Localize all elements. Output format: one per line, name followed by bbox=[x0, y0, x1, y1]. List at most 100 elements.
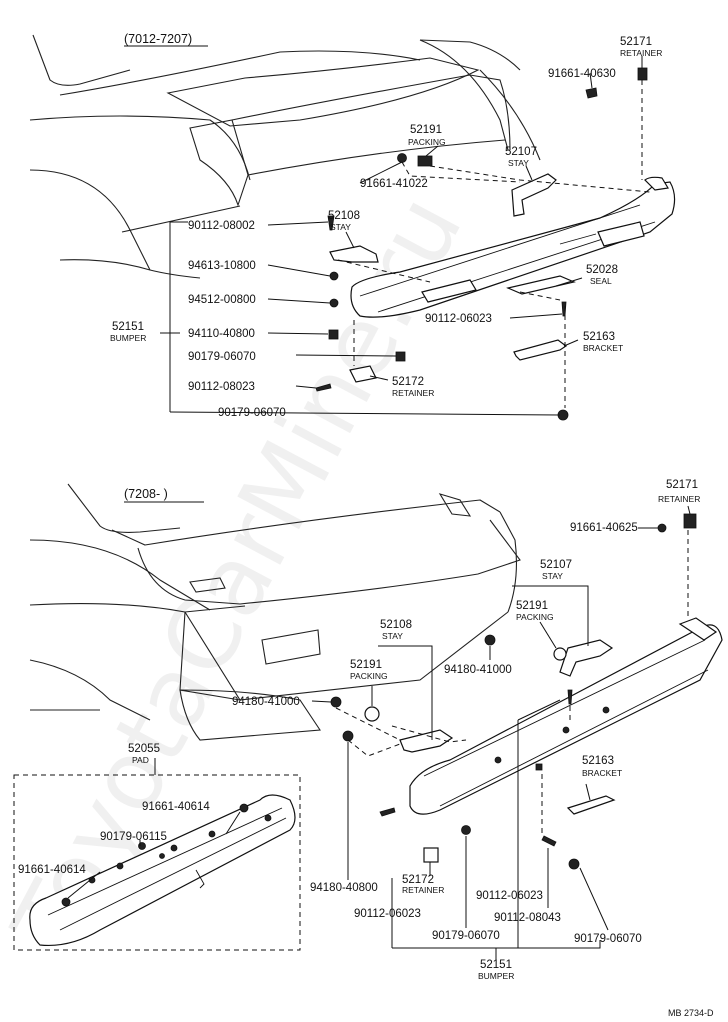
label-94180-41000-a: 94180-41000 bbox=[444, 664, 512, 676]
label-90179-06070-a: 90179-06070 bbox=[188, 351, 256, 363]
label-lower-52151: 52151 bbox=[480, 959, 512, 971]
lower-car-body bbox=[29, 483, 521, 741]
label-91661-40625: 91661-40625 bbox=[570, 522, 638, 534]
packing-52191-clip bbox=[417, 155, 433, 167]
label-52107: 52107 bbox=[505, 146, 537, 158]
label-94180-41000-b: 94180-41000 bbox=[232, 696, 300, 708]
lower-hardware bbox=[61, 513, 697, 907]
label-lower-52191-b-name: PACKING bbox=[350, 671, 388, 681]
label-lower-52108: 52108 bbox=[380, 619, 412, 631]
label-52107-name: STAY bbox=[508, 158, 529, 168]
label-94613-10800: 94613-10800 bbox=[188, 260, 256, 272]
label-94180-40800: 94180-40800 bbox=[310, 882, 378, 894]
label-52171: 52171 bbox=[620, 36, 652, 48]
label-lower-52171: 52171 bbox=[666, 479, 698, 491]
nut-94180-40800 bbox=[342, 730, 354, 742]
lower-labels: 52171 RETAINER 91661-40625 52107 STAY 52… bbox=[18, 479, 700, 981]
nut-90179-06070-lower-a bbox=[461, 825, 471, 835]
nut-90179-06070-a bbox=[395, 351, 406, 362]
label-90112-06023-a: 90112-06023 bbox=[476, 890, 543, 902]
label-91661-41022: 91661-41022 bbox=[360, 178, 428, 190]
label-52151-name: BUMPER bbox=[110, 333, 146, 343]
label-lower-52163-name: BRACKET bbox=[582, 768, 622, 778]
label-90179-06115: 90179-06115 bbox=[100, 831, 167, 843]
label-90179-06070-lower-b: 90179-06070 bbox=[574, 933, 642, 945]
label-52055-name: PAD bbox=[132, 755, 149, 765]
nut-94110-40800 bbox=[328, 329, 339, 340]
retainer-52172-shape-lower bbox=[423, 847, 439, 863]
pad-nut-91661-40614-a bbox=[239, 803, 249, 813]
label-52055: 52055 bbox=[128, 743, 160, 755]
upper-assembly-lines bbox=[337, 80, 651, 408]
label-52191-name: PACKING bbox=[408, 137, 446, 147]
label-52151: 52151 bbox=[112, 321, 144, 333]
stay-52108-shape bbox=[329, 245, 379, 263]
label-91661-40614-b: 91661-40614 bbox=[18, 864, 86, 876]
nut-94180-41000-b bbox=[330, 696, 342, 708]
bracket-52163-shape-lower bbox=[566, 795, 616, 815]
upper-bumper bbox=[350, 176, 676, 318]
footer-diagram-code: MB 2734-D bbox=[668, 1008, 714, 1018]
label-52172-name: RETAINER bbox=[392, 388, 434, 398]
label-lower-52107: 52107 bbox=[540, 559, 572, 571]
nut-94180-41000-a bbox=[484, 634, 496, 646]
label-90179-06070-lower-a: 90179-06070 bbox=[432, 930, 500, 942]
screw-91661-40630 bbox=[585, 87, 598, 99]
label-52028: 52028 bbox=[586, 264, 618, 276]
label-lower-52171-name: RETAINER bbox=[658, 494, 700, 504]
bolt-90112-08002 bbox=[327, 215, 335, 231]
label-90112-08002: 90112-08002 bbox=[188, 220, 255, 232]
label-lower-52172: 52172 bbox=[402, 874, 434, 886]
stay-52108-shape-lower bbox=[399, 729, 454, 753]
pad-nut-91661-40614-b bbox=[61, 897, 71, 907]
upper-hardware bbox=[315, 67, 648, 421]
retainer-52172-shape bbox=[349, 365, 377, 383]
lower-assembly-lines bbox=[335, 530, 689, 834]
lower-leader-lines bbox=[67, 505, 691, 960]
retainer-52171-clip-lower bbox=[683, 513, 697, 529]
label-lower-52107-name: STAY bbox=[542, 571, 563, 581]
label-lower-52163: 52163 bbox=[582, 755, 614, 767]
label-91661-40630: 91661-40630 bbox=[548, 68, 616, 80]
stay-52107-shape-lower bbox=[559, 639, 614, 677]
upper-section: (7012-7207) bbox=[29, 32, 676, 421]
stay-52107-shape bbox=[511, 173, 557, 217]
label-90112-08023: 90112-08023 bbox=[188, 381, 255, 393]
bolt-90112-08023 bbox=[315, 383, 332, 392]
label-52172: 52172 bbox=[392, 376, 424, 388]
upper-labels: 52171 RETAINER 91661-40630 52191 PACKING… bbox=[110, 36, 662, 419]
nut-90179-06070-lower-b bbox=[568, 858, 580, 870]
upper-period-title: (7012-7207) bbox=[124, 32, 192, 46]
label-52108: 52108 bbox=[328, 210, 360, 222]
label-52163-name: BRACKET bbox=[583, 343, 623, 353]
label-52028-name: SEAL bbox=[590, 276, 612, 286]
label-90112-06023-b: 90112-06023 bbox=[354, 908, 421, 920]
label-52163: 52163 bbox=[583, 331, 615, 343]
label-90179-06070-b: 90179-06070 bbox=[218, 407, 286, 419]
label-52191: 52191 bbox=[410, 124, 442, 136]
bolt-90112-06023-lower bbox=[379, 807, 396, 817]
label-94110-40800: 94110-40800 bbox=[188, 328, 255, 340]
bolt-90112-06023-top bbox=[567, 689, 573, 705]
screw-91661-40625 bbox=[657, 523, 667, 533]
label-lower-52191-b: 52191 bbox=[350, 659, 382, 671]
lower-bumper bbox=[409, 617, 723, 815]
label-90112-06023: 90112-06023 bbox=[425, 313, 492, 325]
retainer-52171-clip bbox=[637, 67, 648, 81]
packing-52191-b bbox=[364, 706, 380, 722]
label-lower-52191-a: 52191 bbox=[516, 600, 548, 612]
label-lower-52151-name: BUMPER bbox=[478, 971, 514, 981]
bolt-90112-08043 bbox=[541, 835, 557, 847]
label-lower-52191-a-name: PACKING bbox=[516, 612, 554, 622]
label-90112-08043: 90112-08043 bbox=[494, 912, 561, 924]
upper-car-body bbox=[29, 34, 541, 279]
packing-52191-a bbox=[553, 647, 567, 661]
upper-leader-lines bbox=[160, 56, 643, 416]
seal-52028-shape bbox=[506, 275, 576, 295]
washer-94512-00800 bbox=[329, 298, 339, 308]
nut-94613-10800 bbox=[329, 271, 339, 281]
lower-section: (7208- ) bbox=[13, 479, 723, 981]
nut-91661-41022 bbox=[397, 153, 407, 163]
